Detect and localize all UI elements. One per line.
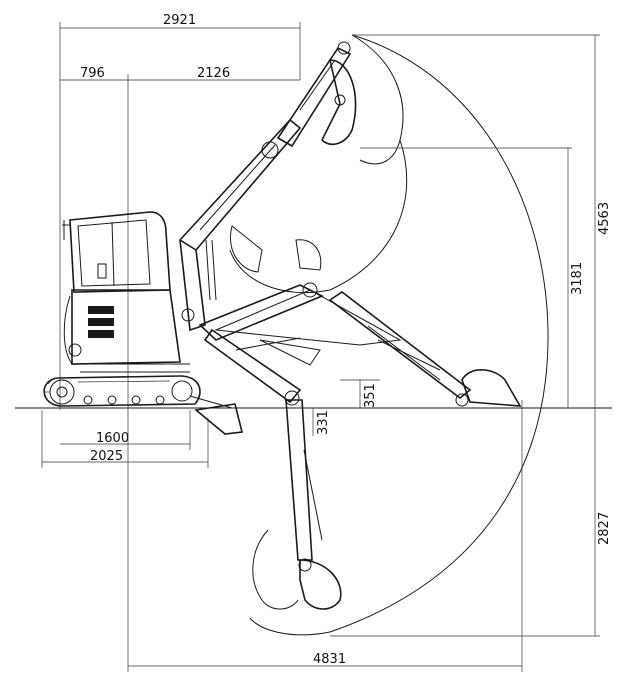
crawler-track	[43, 375, 201, 407]
dozer-blade	[189, 395, 243, 435]
dim-max-reach-label: 4831	[313, 652, 346, 667]
boom-down	[203, 328, 321, 406]
mid-arm-sweep	[229, 139, 408, 294]
dim-blade-drop: 331	[312, 408, 331, 436]
boom-raised	[178, 118, 302, 332]
dim-track-length: 1600	[60, 410, 191, 450]
dim-overall-top: 2921	[59, 13, 301, 410]
dim-blade-drop-label: 331	[316, 410, 331, 435]
dim-max-dig-height-label: 4563	[597, 202, 612, 235]
bucket-mid	[230, 225, 322, 273]
operator-cab	[62, 211, 171, 293]
dim-blade-lift-label: 351	[363, 383, 378, 408]
dim-max-dig-depth-label: 2827	[597, 512, 612, 545]
dim-blade-lift: 351	[340, 379, 380, 408]
bucket-raised	[321, 59, 357, 146]
dim-max-reach: 4831	[127, 400, 523, 672]
dim-front-offset-label: 2126	[197, 66, 230, 81]
arm-horizontal	[328, 291, 472, 407]
dim-max-dump-height-label: 3181	[570, 262, 585, 295]
arm-down	[285, 399, 323, 572]
dim-overall-top-label: 2921	[163, 13, 196, 28]
dim-track-length-label: 1600	[96, 431, 129, 446]
hydraulic-cylinders	[205, 239, 441, 371]
bucket-down	[252, 529, 342, 610]
boom-horizontal	[198, 282, 402, 346]
working-range-envelope	[249, 34, 549, 636]
dim-max-dig-height: 4563	[352, 34, 612, 408]
dim-max-dump-height: 3181	[360, 147, 585, 408]
dim-track-overall-label: 2025	[90, 449, 123, 464]
bucket-horizontal	[461, 369, 522, 407]
dim-track-overall: 2025	[41, 410, 209, 468]
dim-rear-front: 796 2126	[60, 66, 300, 410]
arm-raised	[276, 41, 352, 148]
upper-structure	[63, 289, 190, 373]
dim-rear-offset-label: 796	[80, 66, 105, 81]
upper-bucket-sweep	[351, 34, 404, 165]
dim-max-dig-depth: 2827	[330, 408, 612, 637]
